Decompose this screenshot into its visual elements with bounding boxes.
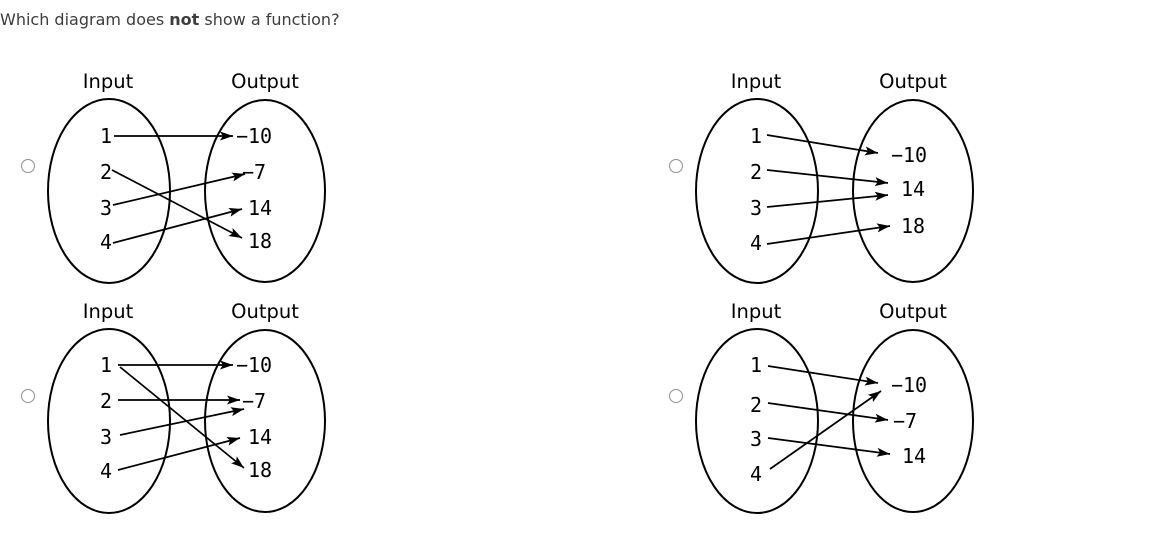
output-value: 14 — [902, 444, 926, 468]
output-value: −10 — [236, 124, 272, 148]
mapping-diagram-top-right: Input Output 1 2 3 4 −10 14 18 — [695, 70, 974, 284]
input-oval — [695, 328, 819, 514]
input-value: 2 — [100, 389, 112, 413]
input-value: 1 — [750, 124, 762, 148]
question-suffix: show a function? — [199, 10, 340, 29]
mapping-diagram-bottom-right: Input Output 1 2 3 4 −10 −7 14 — [695, 300, 974, 514]
input-value: 3 — [750, 196, 762, 220]
output-column-label: Output — [879, 70, 947, 93]
mapping-arrow-2-to-−7 — [767, 402, 889, 423]
output-value: −10 — [891, 373, 927, 397]
mapping-arrow-3-to-14 — [767, 437, 891, 457]
mapping-diagram-bottom-left: Input Output 1 2 3 4 −10 −7 14 18 — [47, 300, 326, 514]
output-value: −7 — [242, 160, 266, 184]
output-value: −10 — [891, 143, 927, 167]
output-value: 14 — [901, 177, 925, 201]
mapping-arrow-1-to-−10 — [767, 365, 879, 386]
output-value: 18 — [248, 458, 272, 482]
output-column-label: Output — [879, 300, 947, 323]
input-value: 1 — [100, 353, 112, 377]
answer-option-bottom-left: Input Output 1 2 3 4 −10 −7 14 18 — [14, 298, 344, 528]
mapping-arrow-4-to-−10 — [769, 390, 882, 470]
answer-radio-top-right[interactable] — [669, 159, 683, 173]
input-oval — [695, 98, 819, 284]
output-value: 18 — [901, 214, 925, 238]
question-text: Which diagram does not show a function? — [0, 10, 340, 29]
question-bold-word: not — [169, 10, 200, 29]
input-column-label: Input — [731, 300, 782, 323]
output-value: −7 — [242, 389, 266, 413]
mapping-arrow-3-to-14 — [766, 191, 889, 208]
mapping-arrow-4-to-14 — [112, 207, 243, 244]
mapping-arrow-4-to-14 — [117, 436, 241, 471]
answer-radio-bottom-right[interactable] — [669, 389, 683, 403]
input-value: 2 — [750, 160, 762, 184]
mapping-arrow-2-to-14 — [766, 169, 889, 187]
input-value: 3 — [100, 425, 112, 449]
mapping-arrow-1-to-18 — [119, 366, 245, 469]
output-oval — [204, 329, 326, 513]
answer-option-top-left: Input Output 1 2 3 4 −10 −7 14 18 — [14, 68, 344, 298]
input-value: 2 — [750, 393, 762, 417]
mapping-arrow-2-to-18 — [111, 169, 243, 239]
output-value: −7 — [893, 409, 917, 433]
input-oval — [47, 328, 171, 514]
output-value: −10 — [236, 353, 272, 377]
mapping-arrow-1-to-−10 — [766, 134, 879, 156]
input-value: 2 — [100, 160, 112, 184]
output-oval — [852, 329, 974, 513]
input-value: 4 — [750, 231, 762, 255]
input-column-label: Input — [731, 70, 782, 93]
answer-radio-top-left[interactable] — [21, 159, 35, 173]
mapping-arrow-3-to-−7 — [112, 172, 246, 206]
input-column-label: Input — [83, 300, 134, 323]
output-column-label: Output — [231, 300, 299, 323]
answer-option-bottom-right: Input Output 1 2 3 4 −10 −7 14 — [662, 298, 992, 528]
input-value: 3 — [100, 196, 112, 220]
output-value: 14 — [248, 196, 272, 220]
mapping-arrow-4-to-18 — [766, 223, 891, 245]
output-oval — [852, 99, 974, 283]
mapping-diagram-top-left: Input Output 1 2 3 4 −10 −7 14 18 — [47, 70, 326, 284]
output-value: 18 — [248, 229, 272, 253]
answer-radio-bottom-left[interactable] — [21, 389, 35, 403]
input-value: 4 — [750, 462, 762, 486]
input-column-label: Input — [83, 70, 134, 93]
input-value: 1 — [100, 124, 112, 148]
output-column-label: Output — [231, 70, 299, 93]
output-value: 14 — [248, 425, 272, 449]
mapping-arrow-3-to-−7 — [119, 407, 245, 436]
input-value: 4 — [100, 459, 112, 483]
input-value: 4 — [100, 230, 112, 254]
input-value: 3 — [750, 427, 762, 451]
question-prefix: Which diagram does — [0, 10, 170, 29]
input-value: 1 — [750, 353, 762, 377]
output-oval — [204, 99, 326, 283]
answer-option-top-right: Input Output 1 2 3 4 −10 14 18 — [662, 68, 992, 298]
